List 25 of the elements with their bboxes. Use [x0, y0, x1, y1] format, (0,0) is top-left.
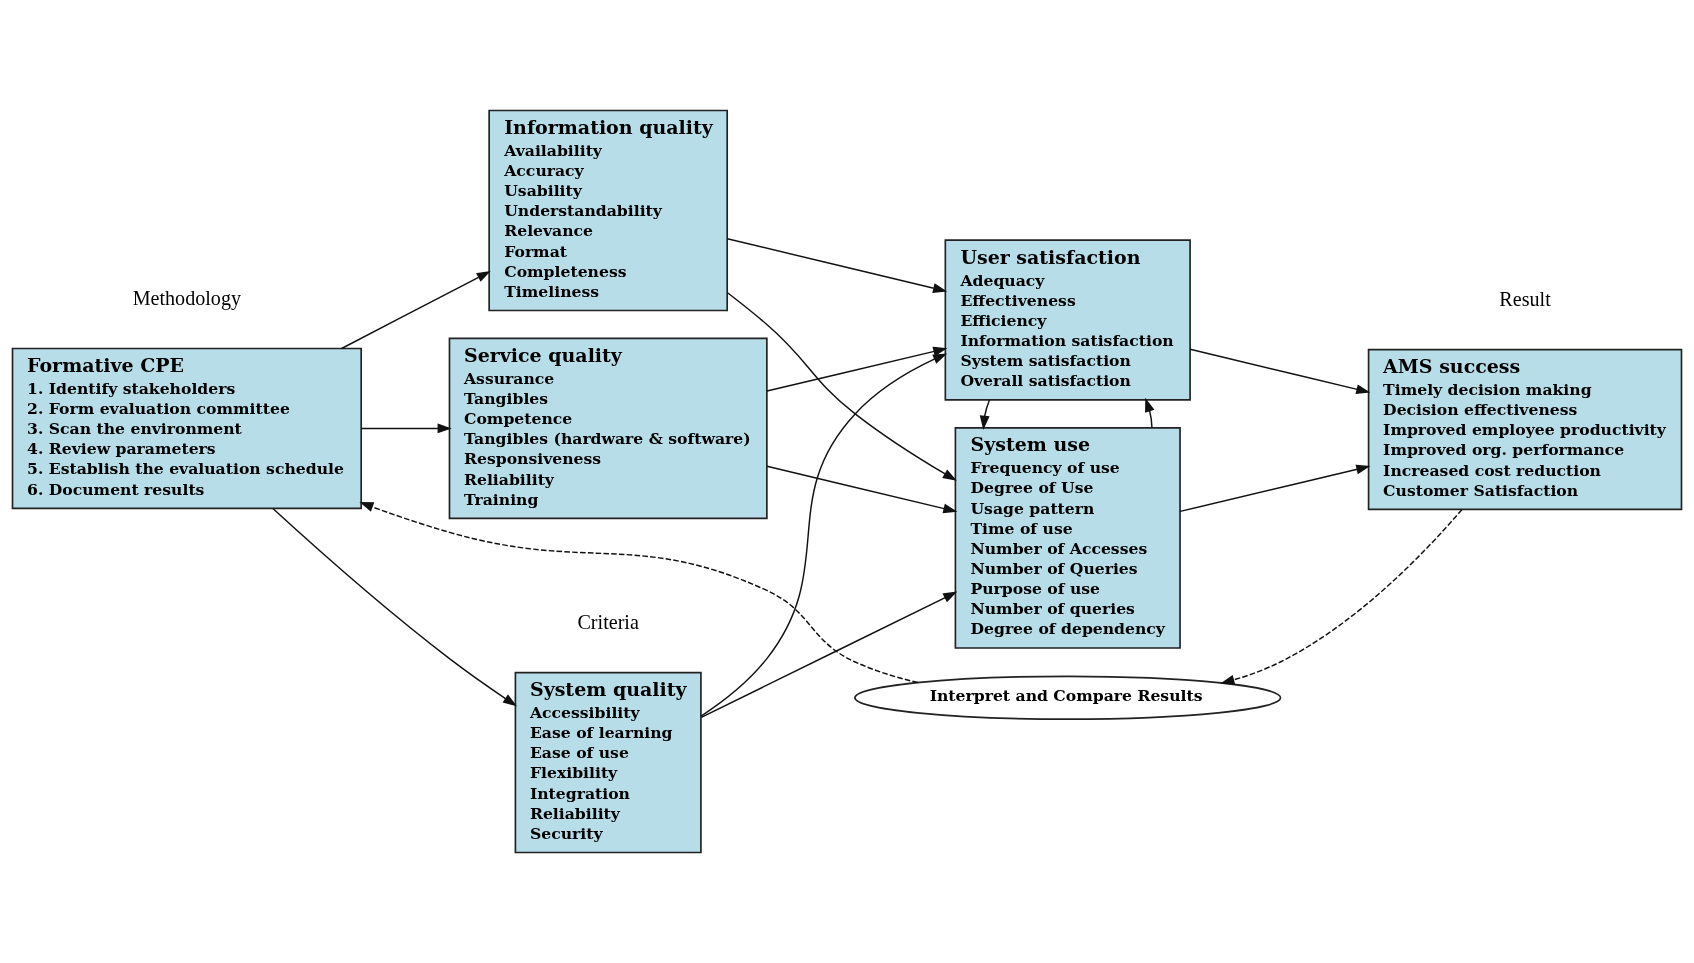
- arrow: [766, 465, 958, 514]
- arrow: [360, 423, 452, 434]
- arrow: [359, 502, 919, 684]
- node-box: Service quality Assurance Tangibles Competence Tangibles (hardware & software) Responsiveness Reliability Training: [448, 337, 768, 520]
- node-box: User satisfaction Adequacy Effectiveness Efficiency Information satisfaction System satisfaction Overall satisfaction: [944, 239, 1191, 401]
- arrow: [340, 270, 491, 350]
- arrow: [766, 346, 948, 392]
- node-box: System quality Accessibility Ease of learning Ease of use Flexibility Integration Reliability Security: [514, 671, 702, 854]
- arrow: [700, 353, 948, 717]
- arrow: [1189, 348, 1371, 395]
- arrow: [979, 399, 991, 430]
- arrow: [726, 238, 948, 293]
- arrow: [700, 591, 958, 719]
- arrow: [272, 507, 517, 707]
- node-box: System use Frequency of use Degree of Use Usage pattern Time of use Number of Accesses Number of Queries Purpose of use Number of queries Degree of dependency: [954, 427, 1181, 649]
- arrow: [1145, 397, 1155, 429]
- arrow: [1220, 508, 1463, 685]
- label: Methodology: [132, 286, 242, 309]
- node-box: Information quality Availability Accuracy Usability Understandability Relevance Format Completeness Timeliness: [488, 109, 729, 312]
- node-box: AMS success Timely decision making Decision effectiveness Improved employee productivity Improved org. performance Increased cost reduction Customer Satisfaction: [1367, 348, 1683, 511]
- arrow: [726, 292, 957, 481]
- label: Result: [1499, 287, 1551, 310]
- arrow: [1179, 464, 1371, 513]
- label: Criteria: [577, 610, 639, 633]
- node-box: Formative CPE 1. Identify stakeholders 2. Form evaluation committee 3. Scan the environment 4. Review parameters 5. Establish the evaluation schedule 6. Document results: [11, 347, 363, 510]
